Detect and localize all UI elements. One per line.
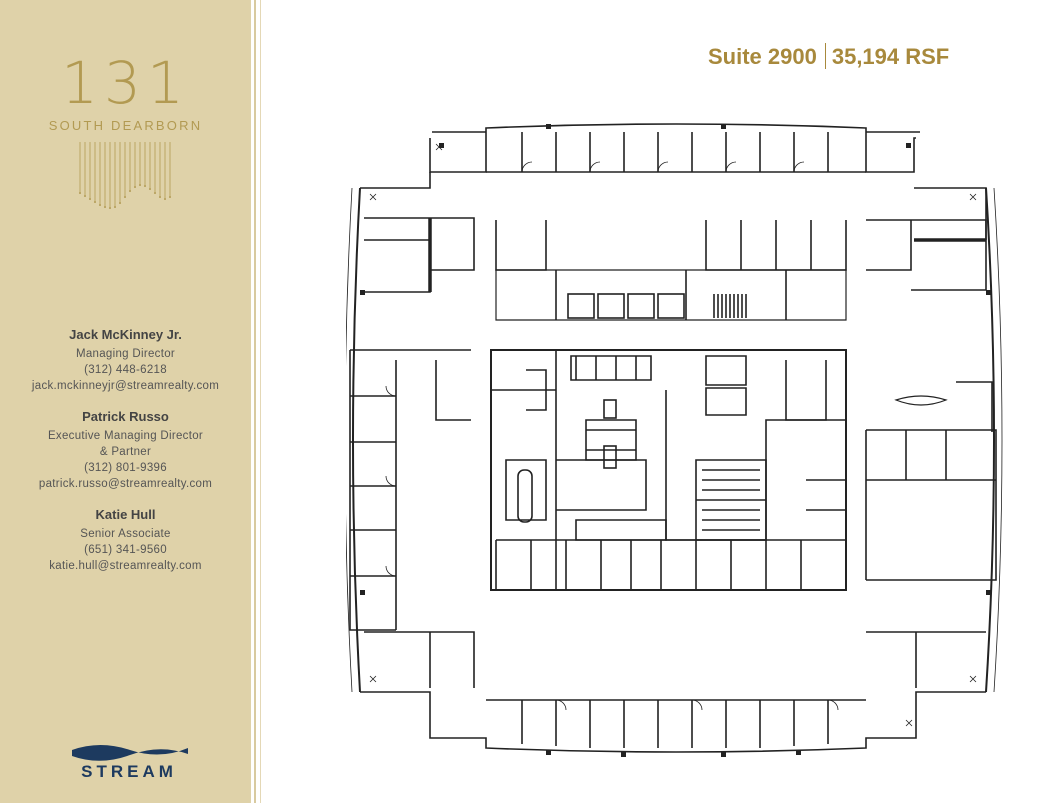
contact-phone: (312) 801-9396 — [84, 462, 167, 474]
heading-separator — [824, 43, 826, 69]
contact-name: Patrick Russo — [82, 409, 169, 424]
contact-name: Katie Hull — [95, 507, 156, 522]
suite-number: Suite 2900 — [708, 44, 817, 69]
building-name: SOUTH DEARBORN — [48, 118, 203, 133]
contact-card: Jack McKinney Jr. Managing Director (312… — [0, 326, 251, 394]
contact-email[interactable]: patrick.russo@streamrealty.com — [38, 478, 213, 490]
contact-email[interactable]: katie.hull@streamrealty.com — [49, 560, 202, 572]
company-logo-text: STREAM — [81, 762, 177, 781]
contact-email[interactable]: jack.mckinneyjr@streamrealty.com — [31, 380, 220, 392]
contact-name: Jack McKinney Jr. — [69, 327, 182, 342]
contact-phone: (312) 448-6218 — [84, 364, 167, 376]
divider — [260, 0, 261, 803]
contact-card: Katie Hull Senior Associate (651) 341-95… — [0, 506, 251, 574]
contact-list: Jack McKinney Jr. Managing Director (312… — [0, 326, 251, 588]
building-number-logo: 131 — [61, 49, 190, 117]
floor-plan-drawing-icon — [346, 123, 1003, 757]
divider — [254, 0, 256, 803]
contact-card: Patrick Russo Executive Managing Directo… — [0, 408, 251, 492]
contact-title: Executive Managing Director — [47, 430, 204, 442]
building-logo-fringe-icon — [79, 142, 171, 209]
contact-title: Managing Director — [75, 348, 176, 360]
contact-title: Senior Associate — [80, 528, 171, 540]
contact-phone: (651) 341-9560 — [84, 544, 167, 556]
contact-title-line2: & Partner — [99, 446, 152, 458]
suite-area: 35,194 RSF — [831, 44, 950, 69]
suite-heading: Suite 2900 35,194 RSF — [708, 43, 949, 70]
stream-wave-logo-icon — [72, 745, 188, 761]
sidebar: 131 SOUTH DEARBORN Jack McKinney Jr. — [0, 0, 251, 803]
